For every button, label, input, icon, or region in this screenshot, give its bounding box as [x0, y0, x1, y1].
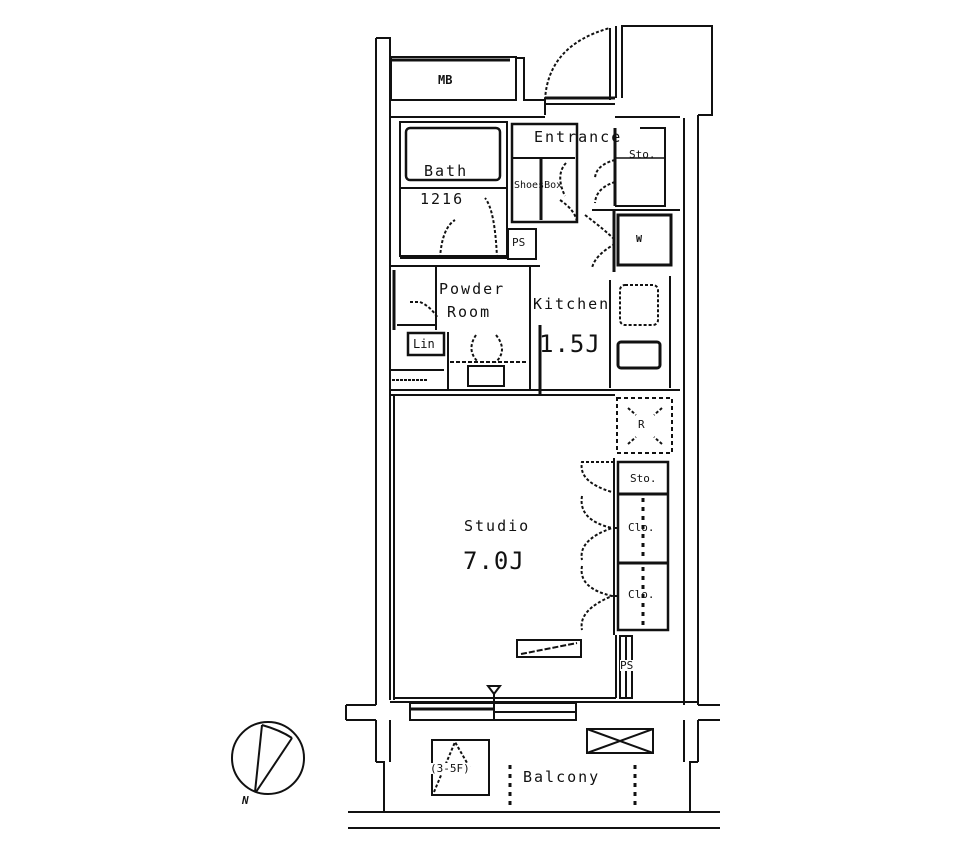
studio-size: 7.0J: [463, 547, 525, 575]
powder-room-label-line1: Powder: [439, 280, 506, 298]
right-upper-structure: [615, 25, 713, 705]
closets: [580, 458, 670, 699]
studio-storage-label: Sto.: [630, 472, 657, 485]
studio-room: [393, 395, 617, 700]
entrance-storage: [592, 127, 680, 211]
bath-label: Bath: [424, 162, 469, 180]
refrigerator-space: [616, 397, 673, 454]
kitchen-counter: [390, 276, 680, 396]
kitchen-size: 1.5J: [539, 330, 601, 358]
closet-1-label: Clo.: [628, 521, 655, 534]
shoebox-area: [507, 122, 579, 260]
compass-north-label: N: [242, 794, 249, 807]
ps-bottom-label: PS: [620, 659, 634, 672]
linen-label: Lin: [413, 337, 435, 351]
shoebox-label: ShoesBox: [514, 180, 563, 191]
powder-room-label-line2: Room: [447, 303, 492, 321]
entrance-storage-label: Sto.: [629, 148, 656, 161]
evac-hatch-label: (3-5F): [430, 762, 470, 775]
powder-room: [390, 265, 542, 395]
ps-top-label: PS: [512, 236, 526, 249]
studio-label: Studio: [464, 517, 531, 535]
washer-label: W: [636, 234, 643, 245]
meter-box: [390, 56, 545, 101]
left-outer-wall: [375, 37, 391, 705]
balcony-label: Balcony: [523, 768, 601, 786]
bath-size: 1216: [420, 190, 465, 208]
entrance-label: Entrance: [534, 128, 623, 146]
washer-space: [584, 210, 673, 272]
bath-room: [399, 121, 508, 259]
balcony: [348, 720, 720, 829]
compass-icon: [231, 721, 305, 795]
closet-2-label: Clo.: [628, 588, 655, 601]
kitchen-label: Kitchen: [533, 295, 611, 313]
entrance-door: [544, 27, 615, 115]
mb-label: MB: [438, 73, 453, 87]
refrigerator-label: R: [638, 418, 645, 431]
balcony-window: [345, 685, 720, 721]
